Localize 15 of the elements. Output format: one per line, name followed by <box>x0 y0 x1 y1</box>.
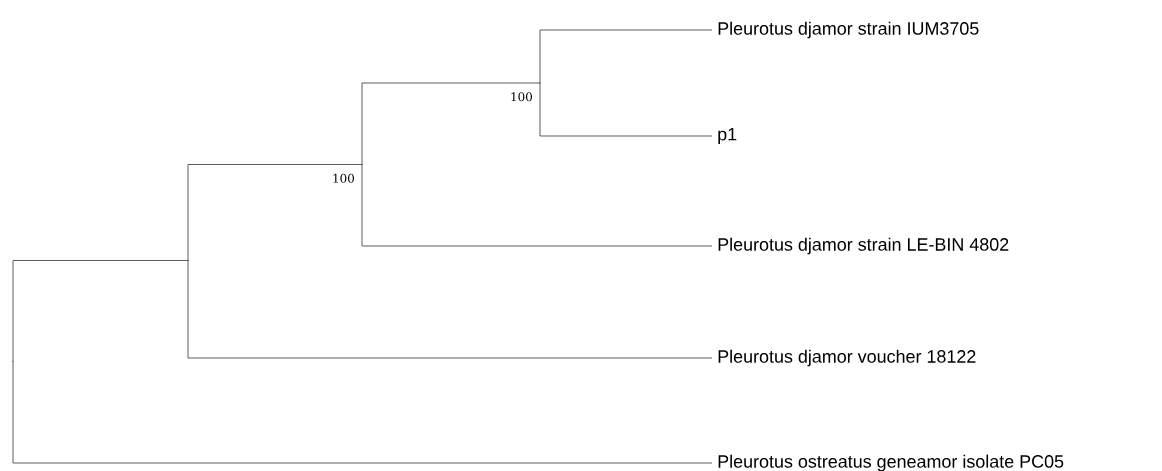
tree-branch <box>12 260 189 362</box>
tree-branch <box>187 164 363 261</box>
taxon-label: Pleurotus djamor strain IUM3705 <box>718 21 979 39</box>
taxon-label: Pleurotus ostreatus geneamor isolate PC05 <box>718 454 1064 471</box>
taxon-label: Pleurotus djamor voucher 18122 <box>718 349 976 367</box>
bootstrap-value: 100 <box>333 173 354 183</box>
taxon-label: Pleurotus djamor strain LE-BIN 4802 <box>718 237 1009 255</box>
bootstrap-value: 100 <box>511 92 532 102</box>
tree-branch <box>12 361 713 464</box>
tree-branch <box>187 260 713 359</box>
tree-branch <box>539 29 713 84</box>
tree-branch <box>361 82 541 165</box>
tree-branch <box>361 164 713 247</box>
tree-branch <box>539 82 713 137</box>
taxon-label: p1 <box>718 127 737 144</box>
